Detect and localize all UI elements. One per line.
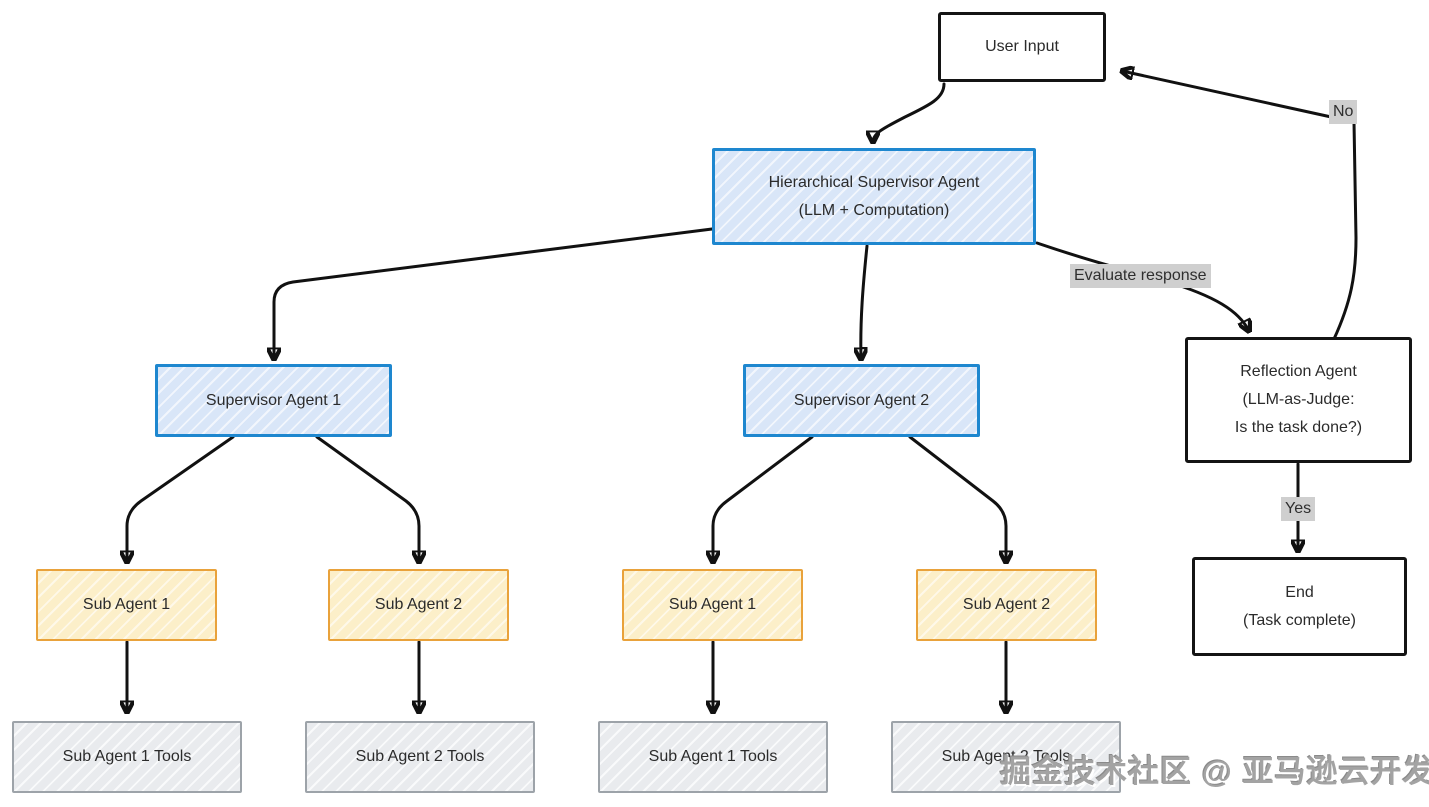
edge-hierarchical-to-supervisor-2 [861,244,869,359]
node-reflection-line-3: Is the task done?) [1234,419,1363,436]
node-sub-agent-1-tools-right-label: Sub Agent 1 Tools [648,748,778,766]
edge-user-input-to-hierarchical [873,82,946,142]
node-end-line-1: End [1285,584,1314,602]
watermark-text: 掘金技术社区 @ 亚马逊云开发者 [1000,754,1429,789]
node-supervisor-agent-2-label: Supervisor Agent 2 [793,391,930,409]
node-end-line-2: (Task complete) [1243,611,1356,629]
node-hierarchical-line-2: (LLM + Computation) [798,201,950,219]
node-supervisor-agent-1: Supervisor Agent 1 [155,364,392,437]
node-sub-agent-2-right: Sub Agent 2 [916,569,1097,641]
node-reflection-agent: Reflection Agent (LLM-as-Judge: Is the t… [1185,337,1412,463]
edge-supervisor-2-to-sub-agent-1-right [713,435,814,562]
node-sub-agent-1-tools-right: Sub Agent 1 Tools [598,721,828,793]
edge-supervisor-2-to-sub-agent-2-right [908,435,1006,562]
node-sub-agent-2-left-label: Sub Agent 2 [374,596,463,614]
node-sub-agent-2-left: Sub Agent 2 [328,569,509,641]
node-user-input: User Input [938,12,1106,82]
edge-label-no: No [1329,100,1358,125]
node-reflection-line-2: (LLM-as-Judge: [1242,391,1355,408]
node-supervisor-agent-2: Supervisor Agent 2 [743,364,980,437]
node-sub-agent-2-right-label: Sub Agent 2 [962,596,1051,614]
node-sub-agent-2-tools-right: Sub Agent 2 Tools [891,721,1121,793]
node-hierarchical-supervisor-agent: Hierarchical Supervisor Agent (LLM + Com… [712,148,1036,245]
edge-hierarchical-to-supervisor-1 [274,227,714,359]
node-reflection-line-1: Reflection Agent [1240,363,1357,380]
edge-label-yes: Yes [1281,497,1316,522]
node-sub-agent-2-tools-left: Sub Agent 2 Tools [305,721,535,793]
node-sub-agent-1-tools-left: Sub Agent 1 Tools [12,721,242,793]
node-sub-agent-2-tools-left-label: Sub Agent 2 Tools [355,748,485,766]
node-hierarchical-line-1: Hierarchical Supervisor Agent [768,174,980,192]
node-sub-agent-1-left-label: Sub Agent 1 [82,596,171,614]
node-supervisor-agent-1-label: Supervisor Agent 1 [205,391,342,409]
node-sub-agent-1-tools-left-label: Sub Agent 1 Tools [62,748,192,766]
node-sub-agent-1-right-label: Sub Agent 1 [668,596,757,614]
edge-supervisor-1-to-sub-agent-2-left [315,435,419,562]
node-user-input-label: User Input [985,38,1059,56]
edge-supervisor-1-to-sub-agent-1-left [127,435,235,562]
edge-label-evaluate-response: Evaluate response [1070,264,1211,289]
node-end: End (Task complete) [1192,557,1407,656]
edge-reflection-to-user-input-no [1122,71,1358,341]
node-sub-agent-2-tools-right-label: Sub Agent 2 Tools [941,748,1071,766]
node-sub-agent-1-right: Sub Agent 1 [622,569,803,641]
node-sub-agent-1-left: Sub Agent 1 [36,569,217,641]
